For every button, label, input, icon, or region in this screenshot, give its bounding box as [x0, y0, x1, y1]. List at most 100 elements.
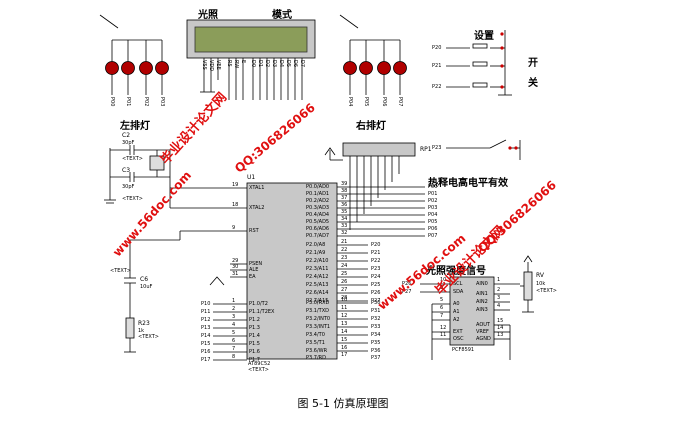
- mcu-pin-number: 11: [341, 305, 348, 311]
- p0-net-label: P05: [428, 219, 438, 225]
- mcu-pin-number: 9: [232, 225, 236, 231]
- title-mode: 模式: [272, 10, 292, 21]
- adc-pin-name: SDA: [453, 289, 464, 295]
- left-led-circles: [105, 61, 169, 75]
- p2-net-label: P21: [371, 250, 381, 256]
- mcu-body: [246, 182, 338, 360]
- mcu-pin-name: P1.7: [249, 357, 260, 363]
- mcu-pin-name: P0.3/AD3: [306, 205, 330, 211]
- mcu-pin-number: 30: [232, 264, 239, 270]
- p3-net-label: P30: [371, 300, 381, 306]
- mcu-pin-name: EA: [249, 274, 256, 280]
- crystal-caps: [104, 145, 171, 208]
- adc-net-p26: P26: [402, 281, 412, 287]
- mcu-pin-number: 16: [341, 345, 348, 351]
- p0-net-label: P04: [428, 212, 438, 218]
- led-red: [359, 61, 373, 75]
- mcu-pin-name: P3.4/T0: [306, 332, 325, 338]
- mcu-pin-name: P3.0/RXD: [306, 300, 330, 306]
- mcu-pin-number: 29: [232, 258, 239, 264]
- adc-pin-number: 13: [497, 332, 504, 338]
- cap-c6-text: <TEXT>: [110, 268, 131, 274]
- p3-net-label: P37: [371, 355, 381, 361]
- lcd-pin-label: E: [240, 60, 246, 64]
- adc-pin-number: 7: [440, 313, 444, 319]
- p1-net-label: P17: [201, 357, 211, 363]
- mcu-pin-number: 34: [341, 216, 348, 222]
- p0-net-label: P03: [428, 205, 438, 211]
- adc-pin-name: A0: [453, 301, 460, 307]
- adc-pin-number: 5: [440, 297, 444, 303]
- p1-net-label: P11: [201, 309, 211, 315]
- adc-body: [449, 276, 495, 346]
- mcu-pin-number: 27: [341, 287, 348, 293]
- led-net-label: P03: [159, 97, 165, 107]
- mcu-pin-number: 39: [341, 181, 348, 187]
- adc-pin-number: 4: [497, 303, 501, 309]
- mcu-pin-number: 13: [341, 321, 348, 327]
- adc-pin-name: A2: [453, 317, 460, 323]
- mcu-left-leads: [170, 187, 247, 361]
- lcd-screen: [194, 26, 308, 53]
- lcd-pin-label: D4: [278, 60, 284, 68]
- mcu-pin-name: XTAL1: [249, 185, 265, 191]
- mcu-pin-number: 19: [232, 182, 239, 188]
- led-red: [343, 61, 357, 75]
- p3-net-label: P31: [371, 308, 381, 314]
- adc-pin-number: 3: [497, 295, 501, 301]
- mcu-pin-number: 33: [341, 223, 348, 229]
- mcu-pin-number: 31: [232, 271, 239, 277]
- led-red: [377, 61, 391, 75]
- r23-ref: R23: [138, 320, 150, 327]
- adc-pin-name: AIN3: [476, 307, 488, 313]
- rv-value: 10k: [536, 281, 546, 287]
- switch-label-p21: P21: [432, 63, 442, 69]
- lcd-pin-label: D2: [264, 60, 270, 68]
- led-net-label: P06: [381, 97, 387, 107]
- rv-ref: RV: [536, 272, 544, 279]
- adc-pin-number: 1: [497, 277, 501, 283]
- mcu-pin-name: ALE: [249, 267, 259, 273]
- right-led-circles: [343, 61, 407, 75]
- led-red: [155, 61, 169, 75]
- lcd-pin-label: RW: [233, 60, 239, 69]
- adc-pin-number: 15: [497, 318, 504, 324]
- pir-label-p23: P23: [432, 145, 442, 151]
- mcu-pin-name: RST: [249, 228, 259, 234]
- adc-pin-name: AIN0: [476, 281, 488, 287]
- mcu-pin-name: P1.5: [249, 341, 260, 347]
- rp1-label: RP1: [420, 146, 432, 153]
- cap-c3-ref: C3: [122, 167, 131, 174]
- adc-pin-number: 10: [440, 277, 447, 283]
- adc-pin-name: VREF: [476, 329, 489, 335]
- r23-value: 1k: [138, 328, 145, 334]
- mcu-pin-number: 6: [232, 338, 236, 344]
- pir-switch: [446, 139, 521, 160]
- mcu-pin-number: 3: [232, 314, 236, 320]
- mcu-pin-number: 14: [341, 329, 348, 335]
- mcu-pin-number: 15: [341, 337, 348, 343]
- title-light: 光照: [198, 10, 218, 21]
- led-red: [139, 61, 153, 75]
- p1-net-label: P13: [201, 325, 211, 331]
- cap-c2-text: <TEXT>: [122, 156, 143, 162]
- cap-c3-value: 30pF: [122, 184, 135, 190]
- rp1-leads: [324, 147, 400, 230]
- switch-dots: [500, 32, 518, 150]
- mcu-pin-name: P3.1/TXD: [306, 308, 329, 314]
- switch-label-p22: P22: [432, 84, 442, 90]
- lcd-pin-label: D6: [292, 60, 298, 68]
- p2-net-label: P27: [371, 298, 381, 304]
- title-switch-on: 开: [528, 58, 538, 69]
- adc-pin-name: A1: [453, 309, 460, 315]
- mcu-pin-name: P0.6/AD6: [306, 226, 330, 232]
- title-settings: 设置: [474, 31, 494, 42]
- cap-c2-ref: C2: [122, 132, 131, 139]
- lcd-pin-label: D5: [285, 60, 291, 68]
- mcu-pin-number: 37: [341, 195, 348, 201]
- mcu-pin-name: P1.4: [249, 333, 260, 339]
- mcu-pin-name: P3.3/INT1: [306, 324, 331, 330]
- left-led-bus: [99, 14, 163, 95]
- adc-pin-name: OSC: [453, 336, 464, 342]
